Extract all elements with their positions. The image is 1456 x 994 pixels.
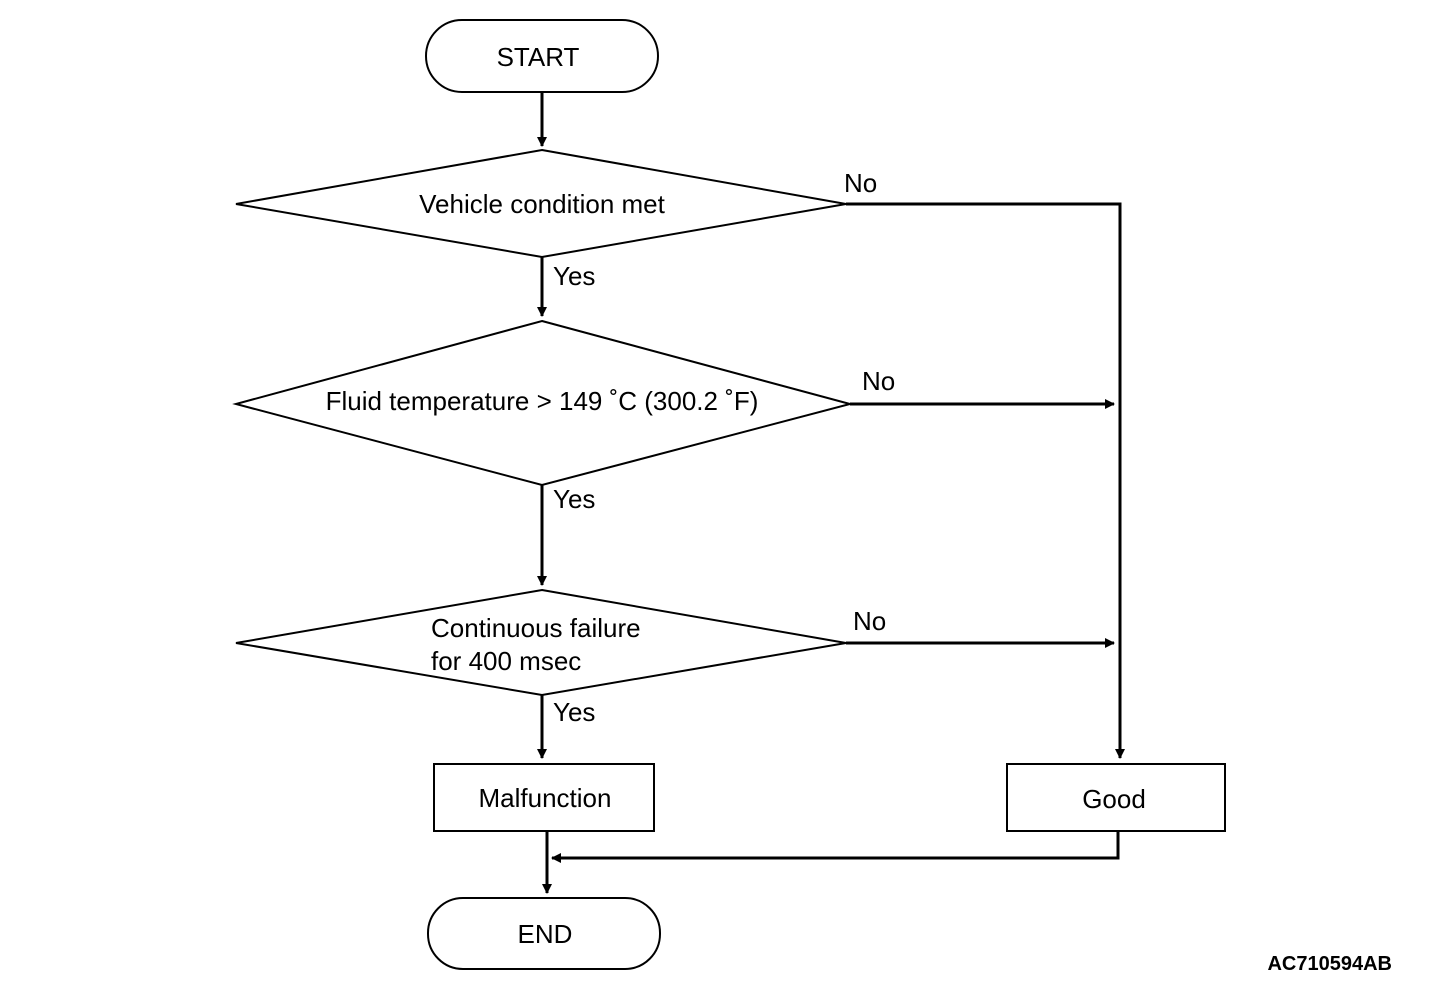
decision-vehicle-condition: Vehicle condition met xyxy=(235,148,847,259)
connector-decision-1-no-to-good xyxy=(846,202,1125,759)
malfunction-label: Malfunction xyxy=(479,783,612,813)
good-box: Good xyxy=(1006,763,1226,832)
decision-fluid-temperature: Fluid temperature > 149 ˚C (300.2 ˚F) xyxy=(232,319,854,487)
decision-3-label-line-2: for 400 msec xyxy=(431,646,581,676)
decision-3-label-line-1: Continuous failure xyxy=(431,613,641,643)
decision-continuous-failure: Continuous failure for 400 msec xyxy=(235,588,847,697)
malfunction-box: Malfunction xyxy=(433,763,655,832)
connector-good-to-end xyxy=(551,831,1120,863)
decision-3-no-label: No xyxy=(853,606,886,636)
decision-2-no-label: No xyxy=(862,366,895,396)
decision-3-yes-label: Yes xyxy=(553,697,595,727)
decision-1-no-label: No xyxy=(844,168,877,198)
decision-1-label: Vehicle condition met xyxy=(419,189,665,219)
start-terminal: START xyxy=(425,19,659,93)
good-label: Good xyxy=(1082,784,1146,814)
figure-code: AC710594AB xyxy=(1267,953,1392,975)
end-terminal: END xyxy=(427,897,661,970)
decision-2-yes-label: Yes xyxy=(553,484,595,514)
start-label: START xyxy=(497,42,580,72)
end-label: END xyxy=(518,919,573,949)
decision-2-label: Fluid temperature > 149 ˚C (300.2 ˚F) xyxy=(326,386,759,416)
decision-1-yes-label: Yes xyxy=(553,261,595,291)
